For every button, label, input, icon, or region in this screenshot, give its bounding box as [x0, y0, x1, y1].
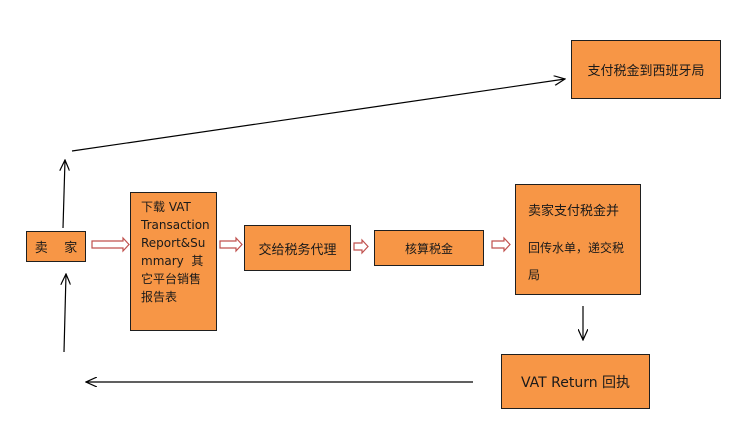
node-tax-agent: 交给税务代理: [244, 225, 351, 271]
seller-pays-line-1: 卖家支付税金并: [528, 204, 620, 219]
download-line-5: 它平台销售: [141, 272, 202, 286]
seller-pays-line-2: 回传水单，递交税: [528, 241, 625, 255]
node-tax-agent-label: 交给税务代理: [258, 242, 337, 258]
arrow-seller-up: [63, 160, 65, 229]
download-line-2: Transaction: [141, 218, 210, 232]
open-arrow-download-to-agent: [219, 236, 243, 253]
download-line-6: 报告表: [141, 290, 178, 304]
node-download-report: 下载 VAT Transaction Report&Su mmary 其 它平台…: [130, 192, 217, 331]
seller-pays-line-3: 局: [528, 268, 541, 282]
open-arrow-agent-to-calc: [353, 238, 369, 255]
node-calc-tax-label: 核算税金: [404, 241, 453, 256]
download-line-4: mmary 其: [141, 254, 204, 268]
node-seller-label: 卖 家: [34, 241, 78, 256]
node-pay-spain: 支付税金到西班牙局: [571, 40, 721, 99]
node-pay-spain-label: 支付税金到西班牙局: [587, 64, 705, 79]
node-seller: 卖 家: [26, 231, 86, 262]
arrow-to-pay-spain: [71, 79, 565, 152]
node-seller-pays: 卖家支付税金并 回传水单，递交税 局: [515, 184, 641, 295]
open-arrow-seller-to-download: [91, 236, 130, 253]
open-arrow-calc-to-pay: [491, 236, 511, 253]
download-line-3: Report&Su: [141, 236, 206, 250]
node-vat-return-label: VAT Return 回执: [520, 374, 631, 391]
node-calc-tax: 核算税金: [374, 230, 484, 266]
download-line-1: 下载 VAT: [141, 200, 191, 214]
arrow-into-seller-bottom: [64, 274, 66, 353]
node-vat-return: VAT Return 回执: [501, 354, 650, 409]
